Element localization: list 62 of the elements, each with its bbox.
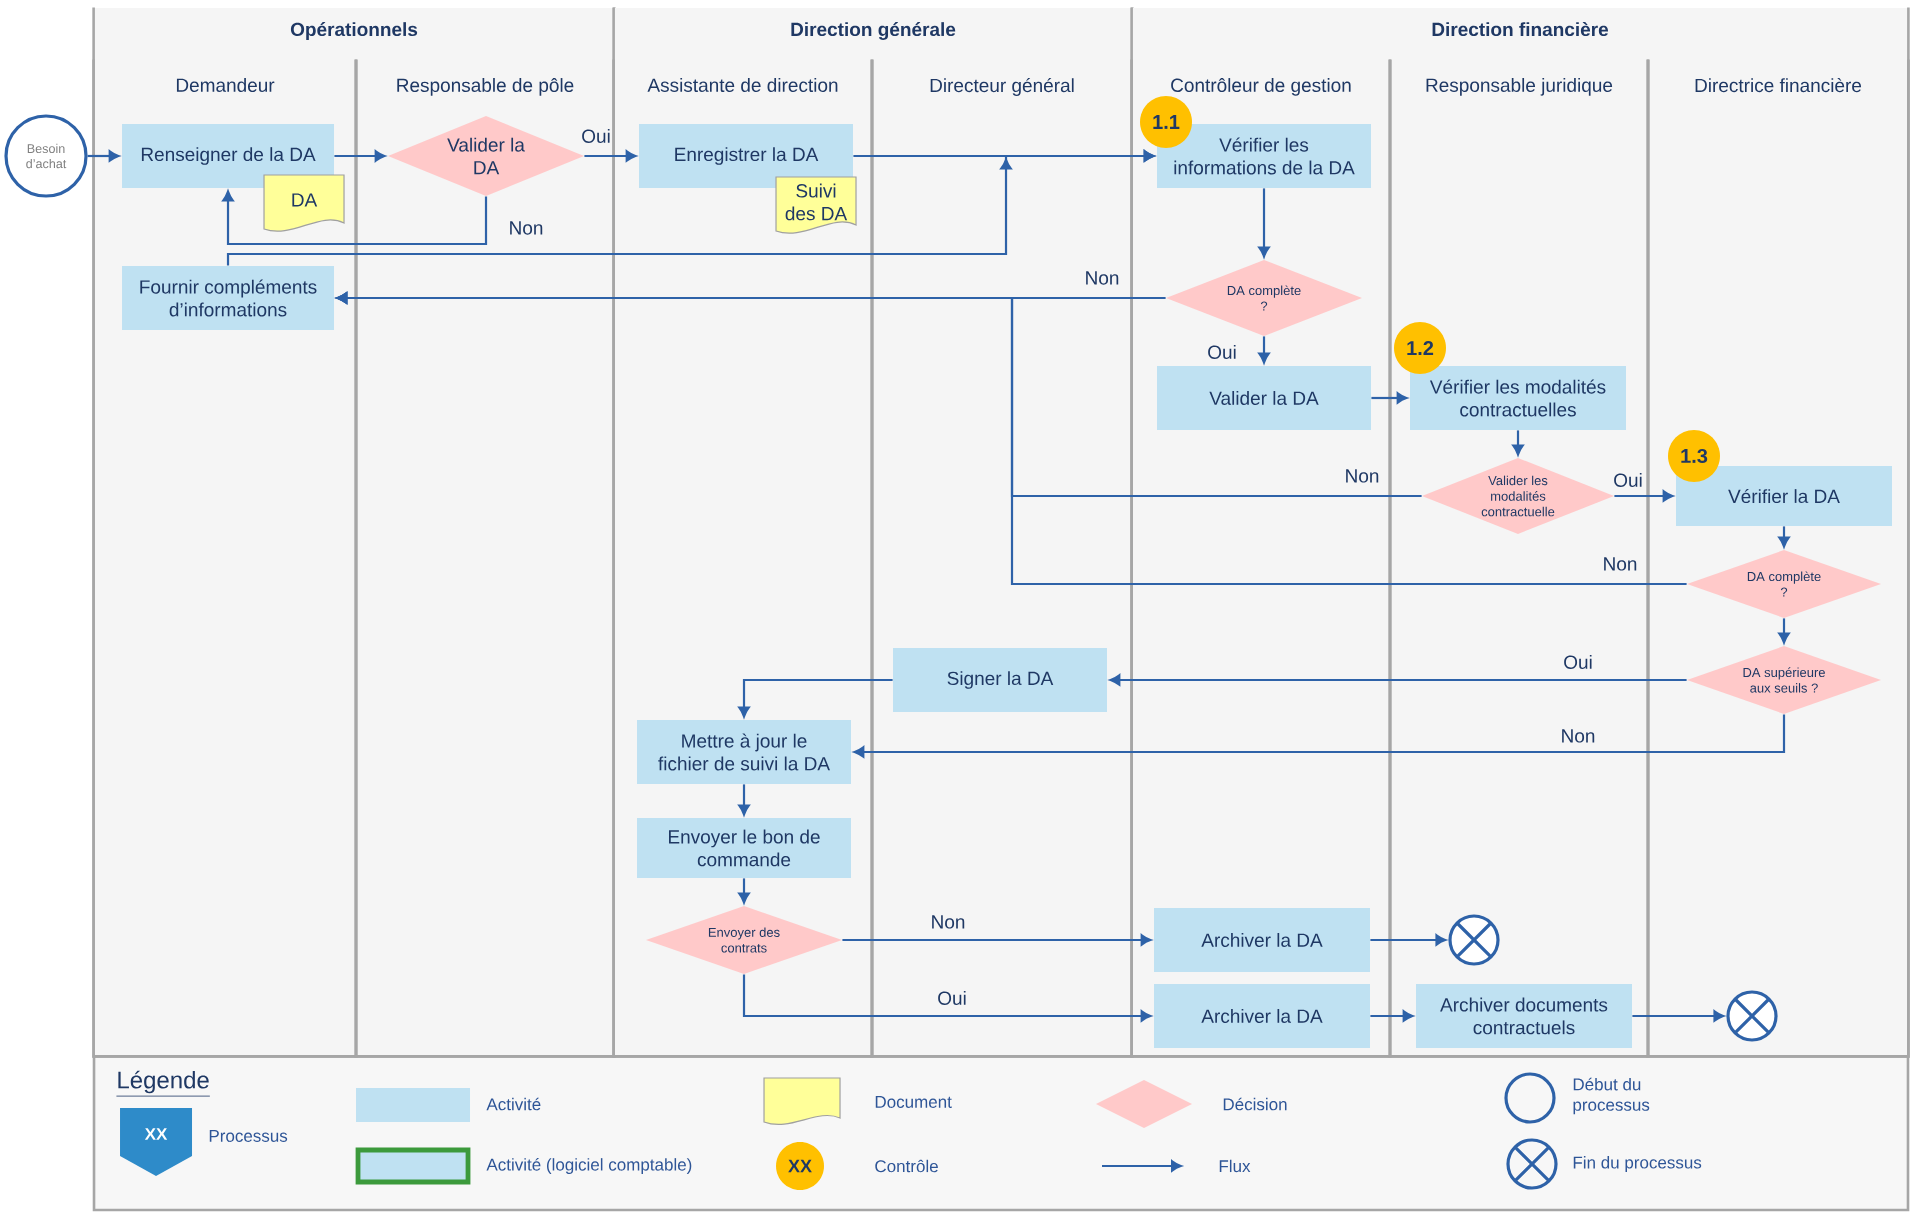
- edge-label: Oui: [1208, 345, 1236, 359]
- step-badge: 1.2: [1394, 322, 1446, 374]
- edge-label: Oui: [938, 991, 966, 1005]
- legend-text: Décision: [1223, 1097, 1287, 1111]
- activity-box: Valider la DA: [1157, 366, 1371, 430]
- step-badge: 1.1: [1140, 96, 1192, 148]
- edge-label: Oui: [1614, 473, 1642, 487]
- legend-text: Activité (logiciel comptable): [486, 1157, 692, 1174]
- activity-box: Envoyer le bon de commande: [637, 818, 851, 878]
- arrow: [1512, 430, 1524, 456]
- legend-title: Légende: [116, 1070, 211, 1097]
- activity-box: Vérifier la DA: [1676, 466, 1892, 526]
- activity-box: Archiver la DA: [1154, 908, 1370, 972]
- arrow: [336, 292, 1687, 586]
- edge-label: Non: [510, 221, 543, 235]
- crossed-circle: [1726, 990, 1778, 1042]
- legend-text: Fin du processus: [1573, 1156, 1702, 1172]
- circle-badge: XX: [776, 1142, 824, 1190]
- arrow: [742, 974, 1152, 1022]
- edge-label: Oui: [1564, 655, 1592, 669]
- arrow: [1371, 392, 1408, 404]
- arrow: [1258, 336, 1270, 364]
- chevron-badge: XX: [120, 1108, 192, 1176]
- edge-label: Non: [1562, 729, 1595, 743]
- legend-text: Processus: [209, 1130, 288, 1142]
- arrow: [738, 784, 750, 816]
- activity-box: Signer la DA: [893, 648, 1107, 712]
- activity-box: Mettre à jour le fichier de suivi la DA: [637, 720, 851, 784]
- activity-box: Vérifier les modalités contractuelles: [1410, 366, 1626, 430]
- edge-label: Oui: [582, 129, 610, 143]
- activity-box: Renseigner de la DA: [122, 124, 334, 188]
- edge-label: Non: [932, 915, 965, 929]
- arrow: [334, 150, 386, 162]
- edge-label: Non: [1604, 557, 1637, 571]
- activity-box: Fournir compléments d’informations: [122, 266, 334, 330]
- arrow: [222, 190, 488, 246]
- legend-text: Activité: [486, 1097, 541, 1111]
- crossed-circle: [1448, 914, 1500, 966]
- edge-label: Non: [1346, 469, 1379, 483]
- step-badge: 1.3: [1668, 430, 1720, 482]
- legend-text: Contrôle: [875, 1159, 938, 1173]
- arrow: [1370, 934, 1447, 946]
- edge-label: Non: [1086, 271, 1119, 285]
- legend-text: Flux: [1219, 1159, 1251, 1173]
- arrow: [584, 150, 637, 162]
- activity-box: Archiver documents contractuels: [1416, 984, 1632, 1048]
- arrow: [1778, 618, 1790, 644]
- arrow: [87, 150, 120, 162]
- legend-text: Début du processus: [1573, 1077, 1650, 1115]
- arrow: [1614, 490, 1674, 502]
- activity-box: Archiver la DA: [1154, 984, 1370, 1048]
- arrow: [853, 714, 1786, 758]
- arrow: [738, 678, 893, 718]
- arrow: [226, 150, 1155, 266]
- arrow: [1258, 188, 1270, 258]
- legend-text: Document: [875, 1096, 952, 1108]
- arrow: [1778, 526, 1790, 548]
- arrow: [738, 878, 750, 904]
- arrow: [842, 934, 1152, 946]
- arrow: [1370, 1010, 1414, 1022]
- arrow: [1109, 674, 1687, 686]
- arrow: [1632, 1010, 1725, 1022]
